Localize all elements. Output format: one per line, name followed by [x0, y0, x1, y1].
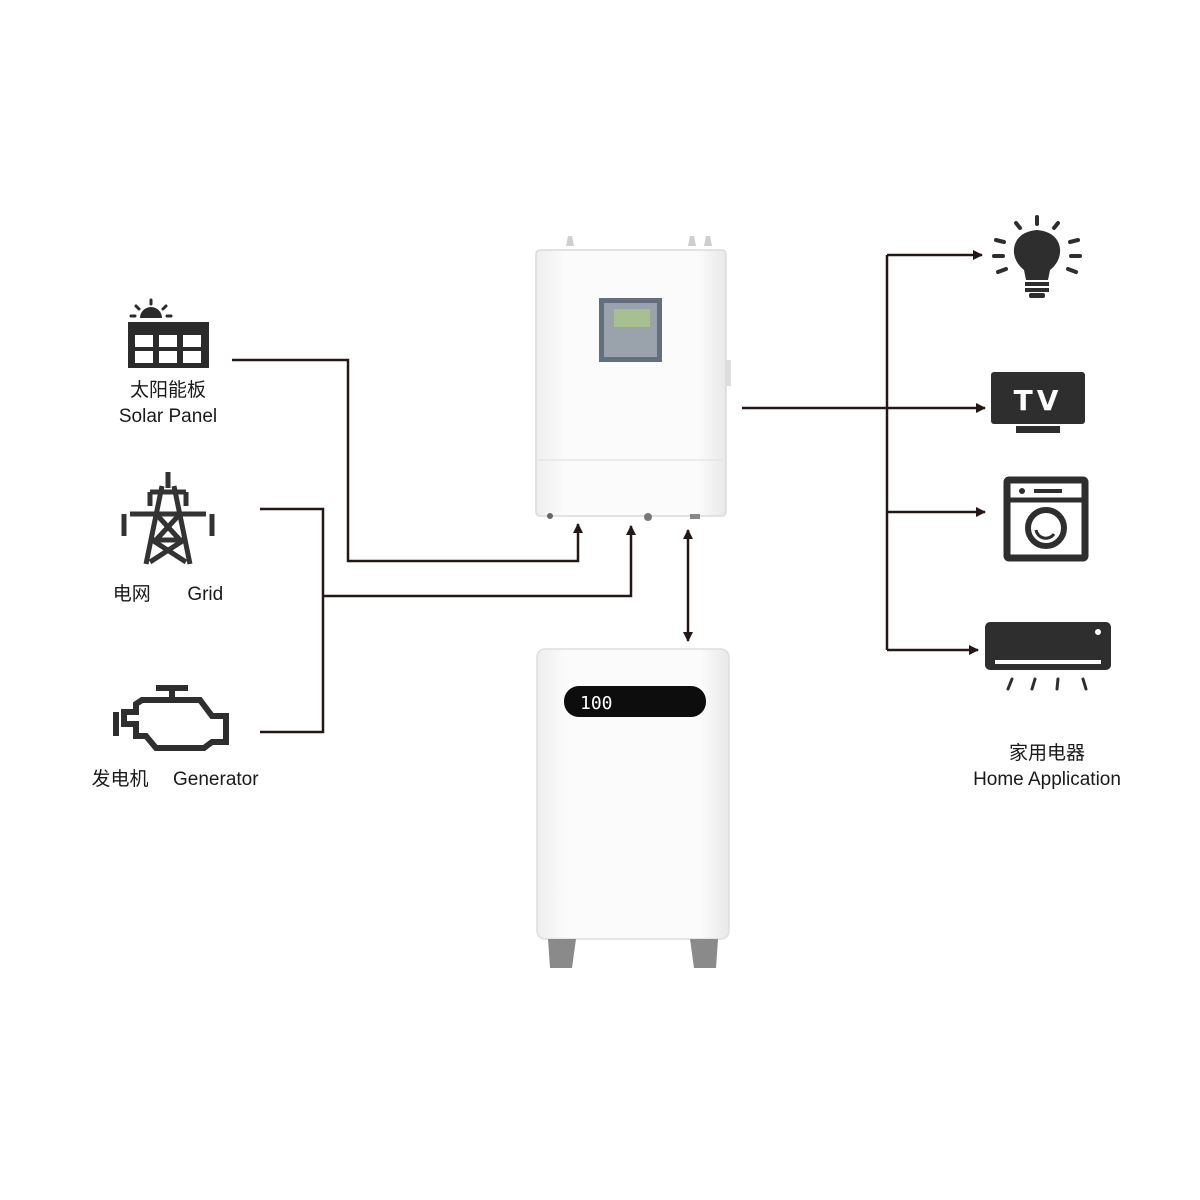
solar-label-zh: 太阳能板 — [129, 380, 206, 401]
home-application-label: 家用电器 Home Application — [937, 741, 1157, 793]
grid-label-zh: 电网 — [112, 584, 151, 605]
solar-label-en: Solar Panel — [118, 406, 218, 427]
washing-machine-icon — [1003, 476, 1089, 562]
grid-label-en: Grid — [187, 584, 224, 605]
generator-label-en: Generator — [173, 769, 259, 790]
home-label-en: Home Application — [973, 769, 1121, 790]
solar-label: 太阳能板 Solar Panel — [78, 378, 258, 430]
solar-to-inverter-line — [232, 358, 583, 563]
home-label-zh: 家用电器 — [1008, 743, 1085, 764]
connection-lines — [232, 250, 986, 734]
grid-line — [260, 507, 325, 734]
solar-panel-icon — [128, 298, 209, 368]
generator-label: 发电机 Generator — [60, 767, 290, 793]
battery-display — [564, 686, 706, 717]
grid-label: 电网 Grid — [78, 582, 258, 608]
engine-icon — [113, 685, 229, 751]
inverter-icon — [535, 236, 731, 521]
tv-icon — [991, 372, 1085, 433]
generator-label-zh: 发电机 — [91, 769, 149, 790]
light-bulb-icon — [992, 215, 1082, 298]
grid-generator-to-inverter-line — [323, 525, 636, 598]
air-conditioner-icon — [985, 622, 1111, 691]
battery-cabinet-icon — [536, 648, 730, 968]
tv-text: TV — [1014, 384, 1063, 417]
lcd-screen — [614, 309, 650, 327]
battery-display-value: 100 — [580, 693, 613, 714]
power-pylon-icon — [121, 472, 215, 565]
